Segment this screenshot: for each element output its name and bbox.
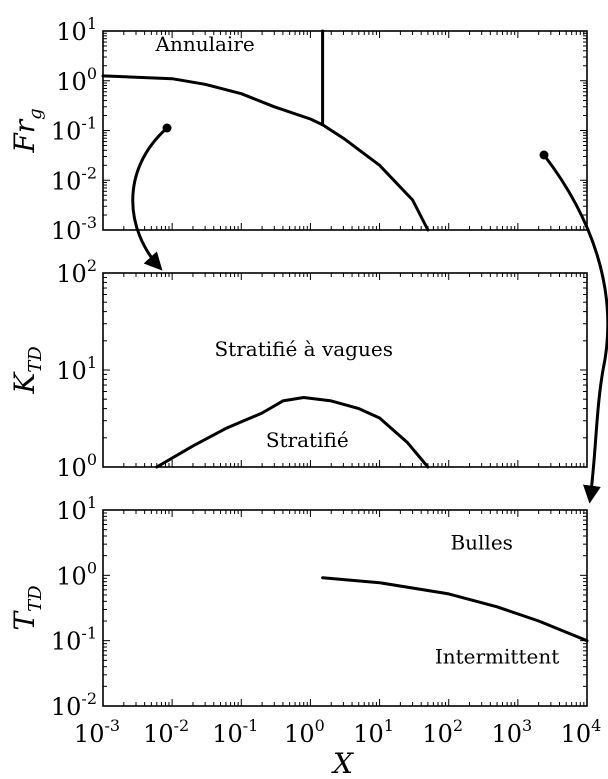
y-tick-label: 101 [56, 353, 97, 385]
boundary-curve [321, 576, 589, 643]
y-tick-label: 10-1 [51, 114, 97, 146]
x-axis-label: X [331, 747, 354, 779]
region-label: Annulaire [155, 32, 255, 56]
connector-arrow [542, 154, 608, 504]
y-tick-label: 10-1 [51, 624, 97, 656]
x-tick-label: 102 [422, 716, 463, 748]
x-tick-label: 104 [561, 716, 602, 748]
y-axis-label: Frg [8, 108, 46, 153]
region-label: Stratifié à vagues [214, 337, 392, 361]
x-tick-label: 103 [491, 716, 532, 748]
y-tick-label: 100 [56, 558, 97, 590]
x-tick-label: 101 [353, 716, 394, 748]
y-tick-label: 100 [56, 64, 97, 96]
x-tick-label: 10-3 [74, 716, 120, 748]
y-tick-label: 100 [56, 450, 97, 482]
y-axis-label: TTD [8, 585, 46, 631]
y-tick-label: 10-2 [51, 163, 97, 195]
axes-frame [102, 30, 588, 231]
region-label: Intermittent [435, 644, 559, 668]
boundary-curve [155, 396, 430, 469]
y-tick-label: 10-2 [51, 689, 97, 721]
region-label: Bulles [450, 530, 512, 554]
y-tick-label: 101 [56, 14, 97, 46]
boundary-curve [101, 74, 430, 232]
region-label: Stratifié [266, 428, 349, 452]
axes-frame [102, 509, 588, 707]
y-tick-label: 10-3 [51, 213, 97, 245]
connector-arrows [131, 123, 608, 504]
x-tick-label: 100 [284, 716, 325, 748]
y-tick-label: 101 [56, 493, 97, 525]
y-axis-label: KTD [8, 346, 46, 395]
x-tick-label: 10-2 [143, 716, 189, 748]
connector-arrow [131, 126, 169, 271]
y-tick-label: 102 [56, 256, 97, 288]
x-tick-label: 10-1 [212, 716, 258, 748]
